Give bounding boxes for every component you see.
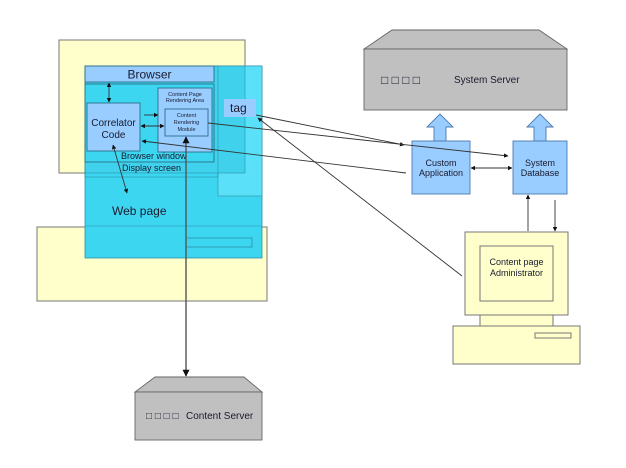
custom-app-label-1: Custom [425,158,456,168]
custom-app-label-2: Application [419,168,463,178]
module-label-3: Module [177,127,195,133]
custom-application[interactable]: Custom Application [411,113,471,195]
admin-label-1: Content page [489,257,543,267]
system-server[interactable]: □ □ □ □ System Server [362,29,569,111]
system-server-glyphs: □ □ □ □ [381,73,420,87]
admin-label-2: Administrator [490,268,543,278]
system-server-label: System Server [454,75,520,86]
connection-lines [141,114,509,377]
system-db-label-2: Database [521,168,560,178]
content-server-label: Content Server [186,411,254,422]
admin-base [452,325,581,365]
content-rendering-module[interactable] [164,108,209,137]
arrow-module-database [207,122,509,158]
browser-window-label: Browser window [121,151,187,161]
web-page-label: Web page [112,204,167,218]
admin-neck [479,314,554,328]
display-screen-label: Display screen [122,163,181,173]
content-server-top [133,376,264,393]
internal-arrows [106,82,165,194]
browser-label: Browser [127,68,171,82]
module-label-2: Rendering [174,120,199,126]
tag-label: tag [230,101,247,115]
arrow-admin-tag [257,117,463,277]
arrow-correlator-webpage [111,144,129,194]
system-db-label-1: System [525,158,555,168]
administrator-computer[interactable]: Content page Administrator [452,231,581,365]
arrow-tag-custom-app [255,114,405,147]
admin-screen [479,245,554,302]
admin-drive-slot [534,332,572,339]
correlator-code-box[interactable] [86,102,141,152]
rendering-area-label-1: Content Page [168,92,202,98]
correlator-label-1: Correlator [91,118,136,129]
rendering-area-label-2: Rendering Area [166,98,205,104]
arrow-app-correlator [141,139,407,174]
system-db-up-arrow [525,113,555,142]
browser-window[interactable]: Browser Correlator Code Content Page Ren… [84,65,215,163]
system-database-box [512,140,568,195]
module-label-1: Content [177,113,197,119]
correlator-label-2: Code [102,130,126,141]
content-server[interactable]: □ □ □ □ Content Server [133,376,264,441]
system-database[interactable]: System Database [512,113,568,195]
content-server-glyphs: □ □ □ □ [146,411,179,422]
tag[interactable]: tag [224,99,256,117]
system-server-body [363,48,568,111]
content-server-body [134,391,263,441]
custom-application-box [411,140,471,195]
system-server-top [362,29,569,50]
custom-app-up-arrow [425,113,455,142]
browser-title-bar[interactable] [84,65,215,83]
